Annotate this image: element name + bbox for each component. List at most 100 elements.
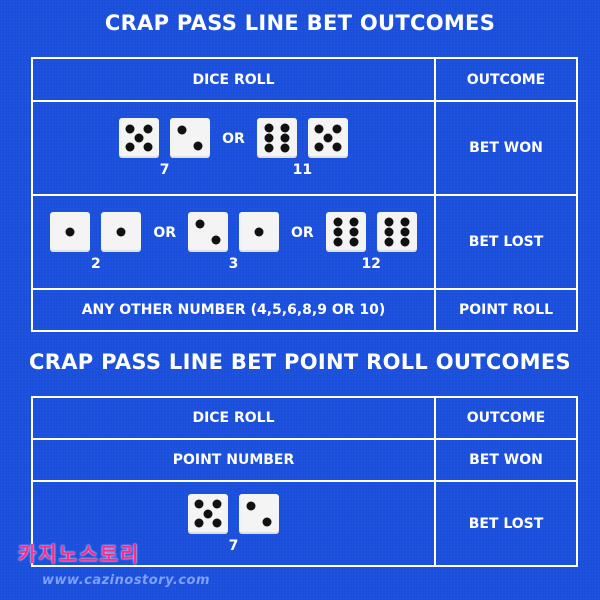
pip <box>333 237 343 247</box>
pip <box>314 124 324 134</box>
roll-total-label: 2 <box>90 256 101 272</box>
pip <box>384 217 394 227</box>
pip <box>203 509 213 518</box>
pip <box>349 237 359 247</box>
die-face-1 <box>50 212 91 252</box>
header-outcome: OUTCOME <box>434 57 578 102</box>
die-face-6 <box>256 118 297 158</box>
pip <box>134 133 144 143</box>
header-outcome-2: OUTCOME <box>434 396 578 440</box>
pip <box>194 518 204 528</box>
pip <box>280 143 290 153</box>
pip <box>177 125 187 135</box>
die-face-2 <box>188 212 228 252</box>
die-face-2 <box>170 118 211 158</box>
row-bet-lost: 2 OR 3 OR 12 BET LOST <box>31 194 578 290</box>
dice-pair <box>188 493 279 534</box>
roll-total-label: 12 <box>361 256 381 272</box>
pip <box>194 499 204 509</box>
outcome-bet-won: BET WON <box>434 100 578 196</box>
dice-pair <box>256 118 348 158</box>
row-point-number: POINT NUMBER BET WON <box>31 438 578 482</box>
pip <box>280 133 290 143</box>
header-dice-roll: DICE ROLL <box>31 57 436 102</box>
outcome-bet-lost-2: BET LOST <box>434 480 578 567</box>
point-number: POINT NUMBER <box>31 438 436 482</box>
roll-total-label: 3 <box>228 256 239 272</box>
pip <box>143 124 153 134</box>
pip <box>195 219 205 229</box>
or-separator: OR <box>291 225 314 241</box>
die-face-5 <box>119 118 160 158</box>
any-other-number: ANY OTHER NUMBER (4,5,6,8,9 OR 10) <box>31 288 436 332</box>
pip <box>349 217 359 227</box>
pip <box>333 227 343 237</box>
watermark-url: www.cazinostory.com <box>42 573 211 588</box>
dice-pair-group: 11 <box>256 118 348 178</box>
dice-row-seven: 7 <box>33 493 434 554</box>
or-separator: OR <box>153 225 176 241</box>
dice-cell-lost: 2 OR 3 OR 12 <box>31 194 436 290</box>
pip <box>211 235 221 245</box>
outcome-point-roll: POINT ROLL <box>434 288 578 332</box>
row-bet-lost-2: 7 BET LOST <box>31 480 578 567</box>
pip <box>254 227 264 237</box>
pip <box>384 227 394 237</box>
dice-row-lost: 2 OR 3 OR 12 <box>33 212 434 272</box>
dice-pair-group: 3 <box>188 212 279 272</box>
outcome-bet-won-2: BET WON <box>434 438 578 482</box>
pip <box>332 142 342 152</box>
pip <box>333 217 343 227</box>
roll-total-label: 11 <box>292 162 313 178</box>
pip <box>314 142 324 152</box>
header-row: DICE ROLL OUTCOME <box>31 57 578 102</box>
dice-pair <box>50 212 142 252</box>
die-face-1 <box>239 212 279 252</box>
dice-pair-group: 12 <box>325 212 417 272</box>
pip <box>264 123 274 133</box>
die-face-6 <box>376 212 417 252</box>
pip <box>323 133 333 143</box>
pip <box>193 141 203 151</box>
dice-pair-group: 7 <box>188 493 279 554</box>
dice-pair <box>325 212 417 252</box>
header-dice-roll-2: DICE ROLL <box>31 396 436 440</box>
dice-pair <box>119 118 211 158</box>
dice-pair <box>188 212 279 252</box>
die-face-2 <box>239 493 279 534</box>
pip <box>212 499 222 509</box>
die-face-5 <box>307 118 348 158</box>
pip <box>125 124 135 134</box>
roll-total-label: 7 <box>159 162 170 178</box>
dice-cell-lost-2: 7 <box>31 480 436 567</box>
pip <box>246 501 256 510</box>
pip <box>264 143 274 153</box>
pip <box>332 124 342 134</box>
main-title: CRAP PASS LINE BET OUTCOMES <box>104 11 496 35</box>
watermark-logo: 카지노스토리 <box>18 542 141 566</box>
pip <box>400 237 410 247</box>
second-title: CRAP PASS LINE BET POINT ROLL OUTCOMES <box>29 350 571 374</box>
pip <box>65 227 75 237</box>
header-row-2: DICE ROLL OUTCOME <box>31 396 578 440</box>
pip <box>400 227 410 237</box>
pip <box>400 217 410 227</box>
pip <box>116 227 126 237</box>
pip <box>125 142 135 152</box>
pip <box>349 227 359 237</box>
outcome-bet-lost: BET LOST <box>434 194 578 290</box>
die-face-6 <box>325 212 366 252</box>
pip <box>143 142 153 152</box>
point-roll-outcomes-table: DICE ROLL OUTCOME POINT NUMBER BET WON 7… <box>31 396 578 567</box>
pip <box>264 133 274 143</box>
die-face-5 <box>188 493 228 534</box>
row-point-roll: ANY OTHER NUMBER (4,5,6,8,9 OR 10) POINT… <box>31 288 578 332</box>
dice-pair-group: 2 <box>50 212 142 272</box>
roll-total-label: 7 <box>228 537 239 554</box>
pip <box>384 237 394 247</box>
die-face-1 <box>101 212 142 252</box>
